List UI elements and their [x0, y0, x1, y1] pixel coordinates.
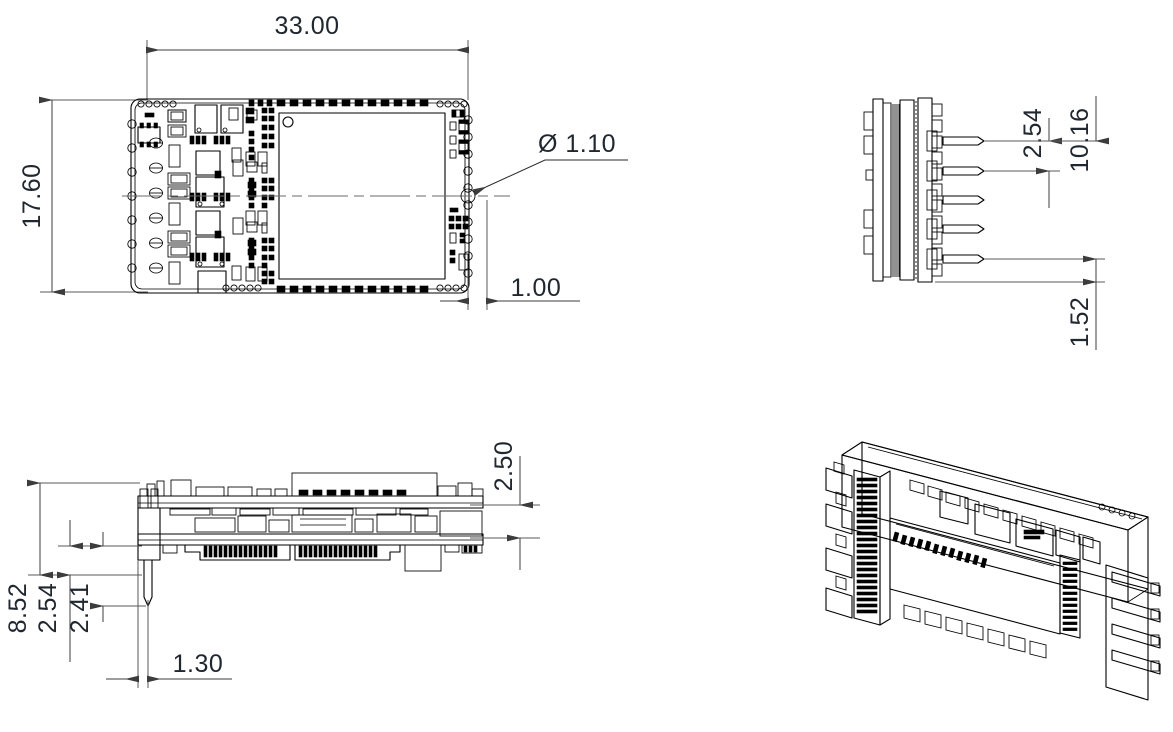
dimension-label-2-50: 2.50 [490, 441, 518, 492]
left-edge-plated-holes [127, 119, 137, 273]
dimension-8-52: 8.52 [4, 479, 140, 634]
dimension-label-33-00: 33.00 [274, 12, 339, 40]
dimension-label-1-00: 1.00 [511, 274, 562, 302]
top-view: 33.00 17.60 [18, 12, 628, 310]
dimension-1-52: 1.52 [935, 259, 1105, 350]
left-via-column [149, 137, 163, 274]
isometric-view [825, 441, 1161, 701]
pad-matrix-column [246, 107, 275, 285]
dimension-2-54-front: 2.54 [34, 520, 142, 662]
dimension-label-1-30: 1.30 [173, 650, 224, 678]
large-component-blocks [194, 104, 244, 294]
iso-top-components [909, 479, 1101, 565]
dimension-label-2-54-front: 2.54 [34, 583, 62, 634]
connector-pins [926, 130, 985, 270]
side-view-body [863, 97, 943, 283]
dimension-2-41: 2.41 [66, 532, 146, 633]
front-side-view: 8.52 2.54 2.41 1.30 [4, 441, 540, 688]
iso-left-io-shells [825, 461, 853, 619]
front-view-bottom-connector [162, 544, 483, 572]
front-view-midsection [169, 507, 483, 537]
iso-right-pin-block [1105, 564, 1161, 701]
bottom-edge-pads [222, 284, 468, 293]
iso-left-connector [853, 469, 891, 626]
iso-board-body [841, 441, 1149, 603]
component-cluster-left [167, 109, 191, 285]
mounting-hole [460, 188, 476, 204]
right-side-view: 2.54 10.16 1.52 [863, 96, 1109, 350]
sot-package [137, 112, 161, 148]
passive-array-middle [228, 107, 268, 282]
dimension-1-00: 1.00 [440, 200, 580, 310]
front-view-left-pin [137, 488, 161, 607]
dimension-label-8-52: 8.52 [4, 583, 32, 634]
dimension-17-60: 17.60 [18, 96, 148, 296]
dimension-diameter-1-10: Ø 1.10 [472, 130, 628, 196]
front-view-upper-board [137, 472, 484, 509]
dimension-2-50: 2.50 [470, 441, 540, 570]
iso-bottom-pads [903, 604, 1047, 659]
dimension-33-00: 33.00 [146, 12, 469, 100]
dimension-label-dia-1-10: Ø 1.10 [538, 130, 616, 158]
iso-castellation-strip [892, 503, 1136, 569]
dimension-label-17-60: 17.60 [18, 163, 46, 228]
iso-shield-can [889, 517, 1061, 635]
dimension-label-10-16: 10.16 [1066, 107, 1094, 172]
pad-group-rows [189, 135, 231, 262]
right-side-components [448, 109, 469, 271]
dimension-label-2-41: 2.41 [66, 583, 94, 634]
top-edge-pads [137, 99, 468, 108]
dimension-label-1-52: 1.52 [1066, 297, 1094, 348]
front-view-lower-board [137, 533, 484, 546]
dimension-1-30: 1.30 [106, 560, 232, 688]
dimension-2-54-right: 2.54 [984, 108, 1062, 208]
dimension-label-2-54-right: 2.54 [1019, 108, 1047, 159]
iso-right-connector [1059, 554, 1081, 639]
